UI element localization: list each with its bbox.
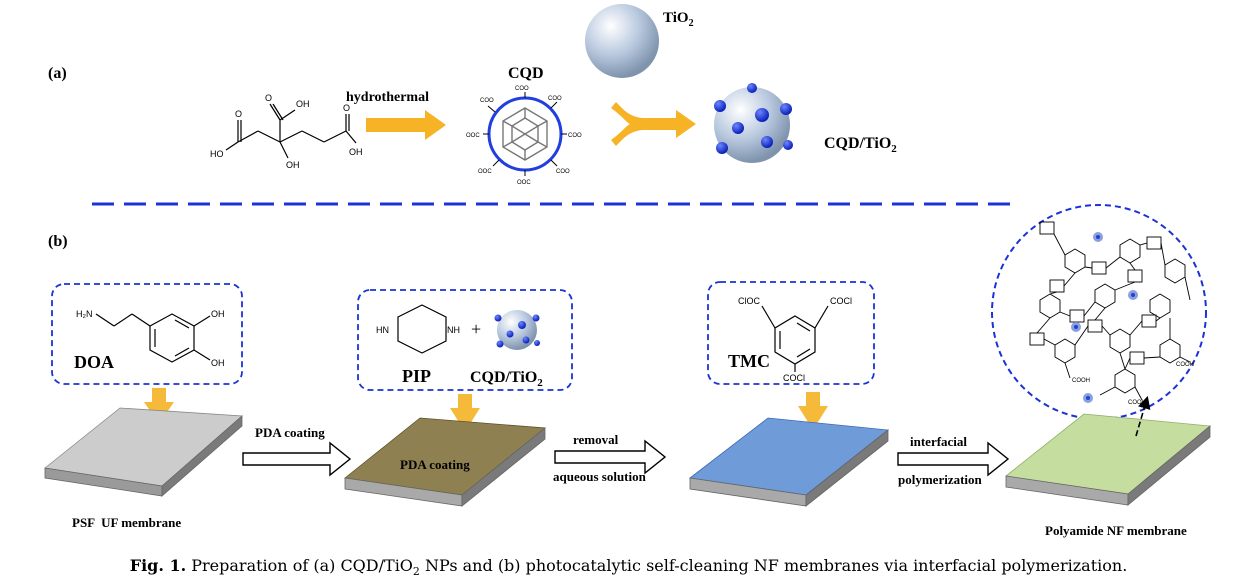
polyamide-cooh-2: COOH (1072, 378, 1090, 384)
cqd-label: CQD (508, 65, 544, 82)
cqd-tio2-particle (714, 83, 793, 163)
membrane-pda-coated (344, 417, 547, 507)
doa-oh-bottom: OH (211, 358, 225, 368)
pip-structure (397, 304, 447, 354)
polyamide-network-circle (991, 204, 1207, 420)
tio2-label: TiO2 (663, 10, 694, 29)
pip-label: PIP (402, 366, 431, 386)
polyamide-membrane-label: Polyamide NF membrane (1045, 523, 1187, 538)
cqd-particle (483, 92, 567, 176)
cqd-group-1: COO (480, 98, 494, 104)
hydrothermal-label: hydrothermal (346, 90, 429, 105)
figure-caption: Fig. 1. Preparation of (a) CQD/TiO2 NPs … (0, 556, 1257, 578)
tmc-cocl-bottom: COCl (783, 373, 805, 383)
polyamide-network-structure (1029, 221, 1191, 401)
tmc-cocl-right: COCl (830, 296, 852, 306)
cqd-group-5: COO (556, 169, 570, 175)
pip-box-cqd-tio2-label: CQD/TiO2 (470, 369, 543, 389)
doa-label: DOA (74, 352, 114, 372)
tmc-down-arrow (798, 392, 828, 430)
merge-arrow (611, 102, 696, 146)
cqd-group-2: COO (515, 86, 529, 92)
pda-membrane-label: PDA coating (400, 457, 470, 472)
membrane-psf-uf (44, 407, 243, 497)
polyamide-cooh-3: COOH (1128, 400, 1146, 406)
caption-label: Fig. 1. (129, 556, 187, 575)
tmc-structure (761, 305, 829, 372)
membrane-polyamide-nf (1005, 413, 1211, 506)
pip-nh-right: NH (447, 325, 460, 335)
citric-o-right: O (343, 103, 350, 113)
plus-sign: + (471, 319, 481, 339)
citric-oh-right: OH (349, 147, 363, 157)
panel-b-label: (b) (48, 233, 68, 250)
tmc-clooc: ClOC (738, 296, 760, 306)
cqd-tio2-product-label: CQD/TiO2 (824, 135, 897, 155)
caption-sub: 2 (412, 565, 420, 579)
psf-membrane-label: PSF UF membrane (72, 515, 181, 530)
removal-arrow (554, 439, 667, 475)
cqd-group-3: COO (548, 96, 562, 102)
cqd-group-7: OOC (478, 169, 492, 175)
caption-text-after: NPs and (b) photocatalytic self-cleaning… (419, 556, 1128, 575)
doa-box (51, 283, 243, 385)
tmc-label: TMC (728, 351, 770, 371)
doa-amine-label: H₂N (76, 309, 93, 319)
polyamide-embedded-particles (1071, 232, 1138, 403)
citric-oh-top: OH (296, 99, 310, 109)
membrane-pip-loaded (689, 417, 890, 507)
doa-down-arrow (144, 388, 174, 424)
pip-box-cqd-tio2-particle (494, 310, 540, 350)
step2-top-label: removal (573, 432, 619, 447)
pda-coating-arrow (242, 441, 352, 477)
pip-box (357, 289, 573, 391)
citric-o-left: O (235, 109, 242, 119)
cqd-group-8: OOC (466, 133, 480, 139)
doa-oh-top: OH (211, 309, 225, 319)
cqd-group-6: OOC (517, 180, 531, 186)
pip-down-arrow (450, 394, 480, 432)
hydrothermal-arrow (366, 110, 446, 140)
step2-bottom-label: aqueous solution (553, 469, 647, 484)
polyamide-cooh-1: COOH (1176, 362, 1194, 368)
doa-structure (95, 313, 211, 363)
citric-oh-bottom: OH (286, 160, 300, 170)
panel-a-label: (a) (48, 65, 67, 82)
zoom-arrow (1135, 395, 1151, 437)
caption-text-before: Preparation of (a) CQD/TiO (191, 556, 413, 575)
step3-top-label: interfacial (910, 434, 967, 449)
tio2-sphere (585, 4, 659, 78)
citric-acid-structure (225, 103, 357, 159)
citric-ho-left: HO (210, 149, 224, 159)
pip-hn-left: HN (376, 325, 389, 335)
step1-label: PDA coating (255, 425, 325, 440)
citric-o-top: O (265, 93, 272, 103)
tmc-box (707, 281, 875, 385)
interfacial-polymerization-arrow (897, 441, 1010, 477)
step3-bottom-label: polymerization (898, 472, 983, 487)
cqd-group-4: COO (568, 133, 582, 139)
